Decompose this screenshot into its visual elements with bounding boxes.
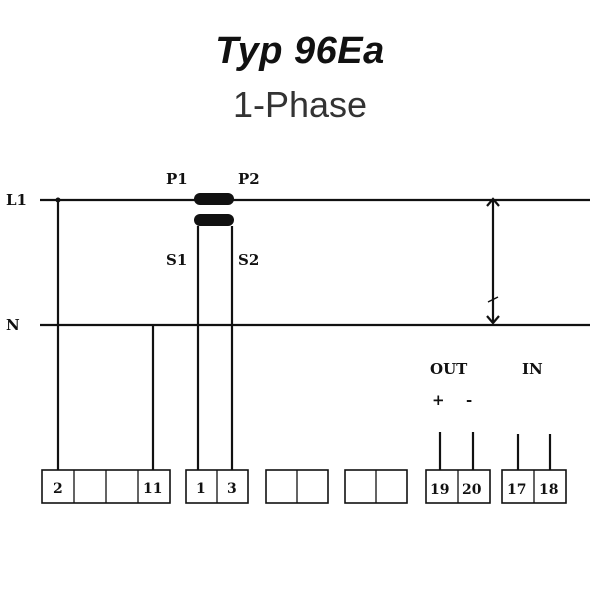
diagram-title: Typ 96Ea bbox=[215, 30, 385, 72]
diagram-subtitle: 1-Phase bbox=[232, 84, 368, 125]
terminal-block-empty-2 bbox=[344, 469, 408, 504]
current-transformer bbox=[194, 193, 234, 478]
line-label-n: N bbox=[6, 316, 20, 334]
terminal-18-label: 18 bbox=[539, 482, 558, 498]
terminal-block-empty-1 bbox=[265, 469, 329, 504]
terminal-3-label: 3 bbox=[227, 481, 237, 497]
terminal-block-out bbox=[425, 469, 491, 504]
ct-label-p1: P1 bbox=[166, 170, 188, 188]
terminal-11-label: 11 bbox=[143, 481, 162, 497]
terminal-block-current bbox=[185, 469, 249, 504]
out-minus-label: - bbox=[466, 391, 472, 409]
terminal-1-label: 1 bbox=[196, 481, 206, 497]
terminal-20-label: 20 bbox=[462, 482, 482, 498]
load-arrow bbox=[486, 197, 500, 325]
out-plus-label: + bbox=[432, 391, 445, 409]
terminal-19-label: 19 bbox=[430, 482, 449, 498]
ct-label-p2: P2 bbox=[238, 170, 260, 188]
terminal-block-in bbox=[501, 469, 567, 504]
ct-label-s1: S1 bbox=[166, 251, 187, 269]
terminal-17-label: 17 bbox=[507, 482, 526, 498]
terminal-2-label: 2 bbox=[53, 481, 63, 497]
terminal-block-voltage bbox=[41, 469, 171, 504]
in-label: IN bbox=[522, 360, 543, 378]
out-label: OUT bbox=[430, 360, 468, 378]
ct-label-s2: S2 bbox=[238, 251, 259, 269]
line-label-l1: L1 bbox=[6, 191, 27, 209]
